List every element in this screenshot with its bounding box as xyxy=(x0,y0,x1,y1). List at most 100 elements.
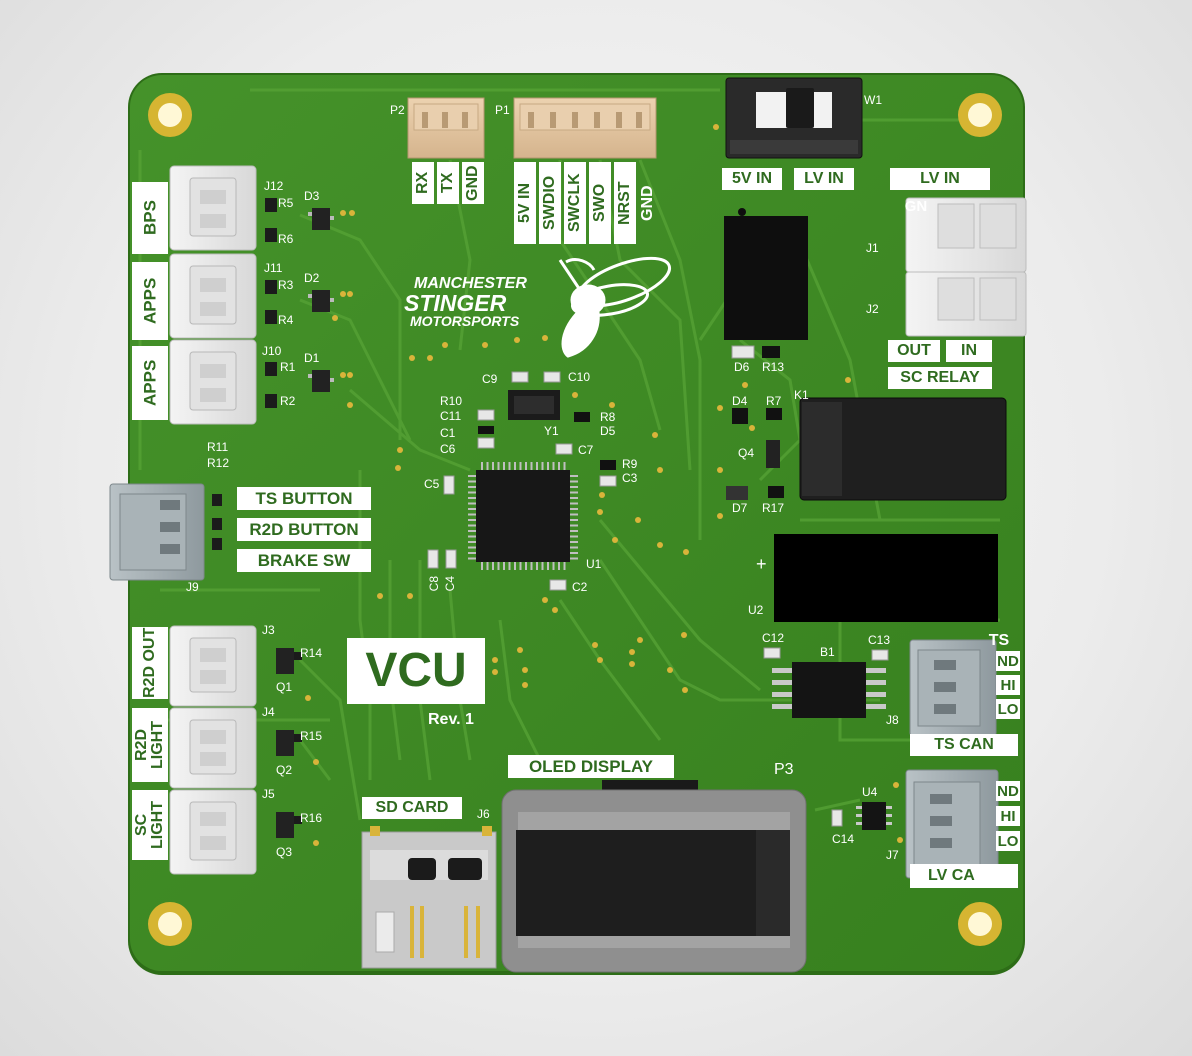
refdes-c11: C11 xyxy=(440,409,462,423)
label-bps: BPS xyxy=(132,182,168,254)
smd-resistors-left xyxy=(265,198,277,408)
connector-j2[interactable] xyxy=(905,271,1027,337)
pin-label-gnd-p1: GND xyxy=(639,185,656,221)
refdes-c2: C2 xyxy=(572,580,588,594)
refdes-c1: C1 xyxy=(440,426,456,440)
refdes-r1: R1 xyxy=(280,360,296,374)
label-gnd-j7: ND xyxy=(996,781,1020,801)
label-lv-in-switch: LV IN xyxy=(794,168,854,190)
refdes-c8: C8 xyxy=(427,576,441,592)
diode-d3 xyxy=(308,208,334,230)
refdes-d3: D3 xyxy=(304,189,320,203)
refdes-d1: D1 xyxy=(304,351,320,365)
header-p1[interactable] xyxy=(513,97,657,159)
bee-icon xyxy=(558,256,672,358)
refdes-r8: R8 xyxy=(600,410,616,424)
refdes-u4: U4 xyxy=(862,785,878,799)
slide-switch-w1[interactable] xyxy=(725,77,863,159)
label-out: OUT xyxy=(888,340,940,362)
connector-j7[interactable] xyxy=(905,769,999,879)
diode-d1 xyxy=(308,370,334,392)
header-p2[interactable] xyxy=(407,97,485,159)
diode-d2 xyxy=(308,290,334,312)
refdes-c10: C10 xyxy=(568,370,591,384)
refdes-d7: D7 xyxy=(732,501,748,515)
refdes-c12: C12 xyxy=(762,631,785,645)
refdes-c6: C6 xyxy=(440,442,456,456)
connector-j3[interactable] xyxy=(169,625,257,707)
pin-label-gnd-p2: GND xyxy=(462,162,484,204)
sd-card-slot-j6[interactable] xyxy=(361,826,497,969)
connector-j4[interactable] xyxy=(169,707,257,789)
refdes-c5: C5 xyxy=(424,477,440,491)
refdes-c3: C3 xyxy=(622,471,638,485)
vias xyxy=(305,124,903,846)
refdes-p2: P2 xyxy=(390,103,405,117)
connector-j11[interactable] xyxy=(169,253,257,339)
ic-b1 xyxy=(772,662,886,718)
component-u2 xyxy=(774,534,998,622)
refdes-j2: J2 xyxy=(866,302,879,316)
label-hi-j8: HI xyxy=(996,675,1020,695)
refdes-j11: J11 xyxy=(264,261,283,275)
pin-label-swo: SWO xyxy=(589,162,611,244)
pin-label-5v-in: 5V IN xyxy=(514,162,536,244)
refdes-r9: R9 xyxy=(622,457,638,471)
connector-j10[interactable] xyxy=(169,339,257,425)
refdes-c13: C13 xyxy=(868,633,891,647)
refdes-b1: B1 xyxy=(820,645,835,659)
label-ts: TS xyxy=(988,632,1010,649)
connector-j12[interactable] xyxy=(169,165,257,251)
refdes-r16: R16 xyxy=(300,811,323,825)
refdes-q3: Q3 xyxy=(276,845,293,859)
label-apps-2: APPS xyxy=(132,346,168,420)
label-hi-j7: HI xyxy=(996,806,1020,826)
label-sc-light: SC LIGHT xyxy=(132,790,168,860)
refdes-w1: W1 xyxy=(864,93,882,107)
connector-j8[interactable] xyxy=(909,639,997,737)
smd-passives-center xyxy=(427,345,889,827)
refdes-j12: J12 xyxy=(264,179,284,193)
oled-display-p3[interactable] xyxy=(501,780,807,973)
pin-label-rx: RX xyxy=(412,162,434,204)
transistor-q2 xyxy=(276,730,302,756)
refdes-r13: R13 xyxy=(762,360,785,374)
refdes-j1: J1 xyxy=(866,241,879,255)
label-lv-in: LV IN xyxy=(890,168,990,190)
refdes-j6: J6 xyxy=(477,807,490,821)
refdes-r2: R2 xyxy=(280,394,296,408)
label-lo-j8: LO xyxy=(996,699,1020,719)
refdes-r3: R3 xyxy=(278,278,294,292)
refdes-u1: U1 xyxy=(586,557,602,571)
refdes-d4: D4 xyxy=(732,394,748,408)
label-oled-display: OLED DISPLAY xyxy=(508,755,674,778)
refdes-r4: R4 xyxy=(278,313,294,327)
refdes-r10: R10 xyxy=(440,394,463,408)
refdes-q2: Q2 xyxy=(276,763,293,777)
connector-j5[interactable] xyxy=(169,789,257,875)
component-black-dot xyxy=(738,208,746,216)
refdes-j8: J8 xyxy=(886,713,899,727)
label-5v-in-switch: 5V IN xyxy=(722,168,782,190)
pin-label-tx: TX xyxy=(437,162,459,204)
label-lv-can: LV CA xyxy=(910,864,1018,888)
mounting-hole-br xyxy=(958,902,1002,946)
relay-k1 xyxy=(799,397,1007,501)
pin-label-swclk: SWCLK xyxy=(564,162,586,244)
smd-resistors-j9 xyxy=(212,494,222,550)
refdes-j3: J3 xyxy=(262,623,275,637)
mounting-hole-bl xyxy=(148,902,192,946)
refdes-u2: U2 xyxy=(748,603,764,617)
mounting-hole-tl xyxy=(148,93,192,137)
microcontroller-u1 xyxy=(468,462,578,570)
connector-j9[interactable] xyxy=(109,483,205,581)
refdes-r5: R5 xyxy=(278,196,294,210)
refdes-r14: R14 xyxy=(300,646,323,660)
refdes-c7: C7 xyxy=(578,443,594,457)
refdes-j5: J5 xyxy=(262,787,275,801)
polarity-plus-icon: + xyxy=(756,554,767,574)
label-r2d-out: R2D OUT xyxy=(132,627,168,699)
refdes-r11: R11 xyxy=(207,440,229,454)
